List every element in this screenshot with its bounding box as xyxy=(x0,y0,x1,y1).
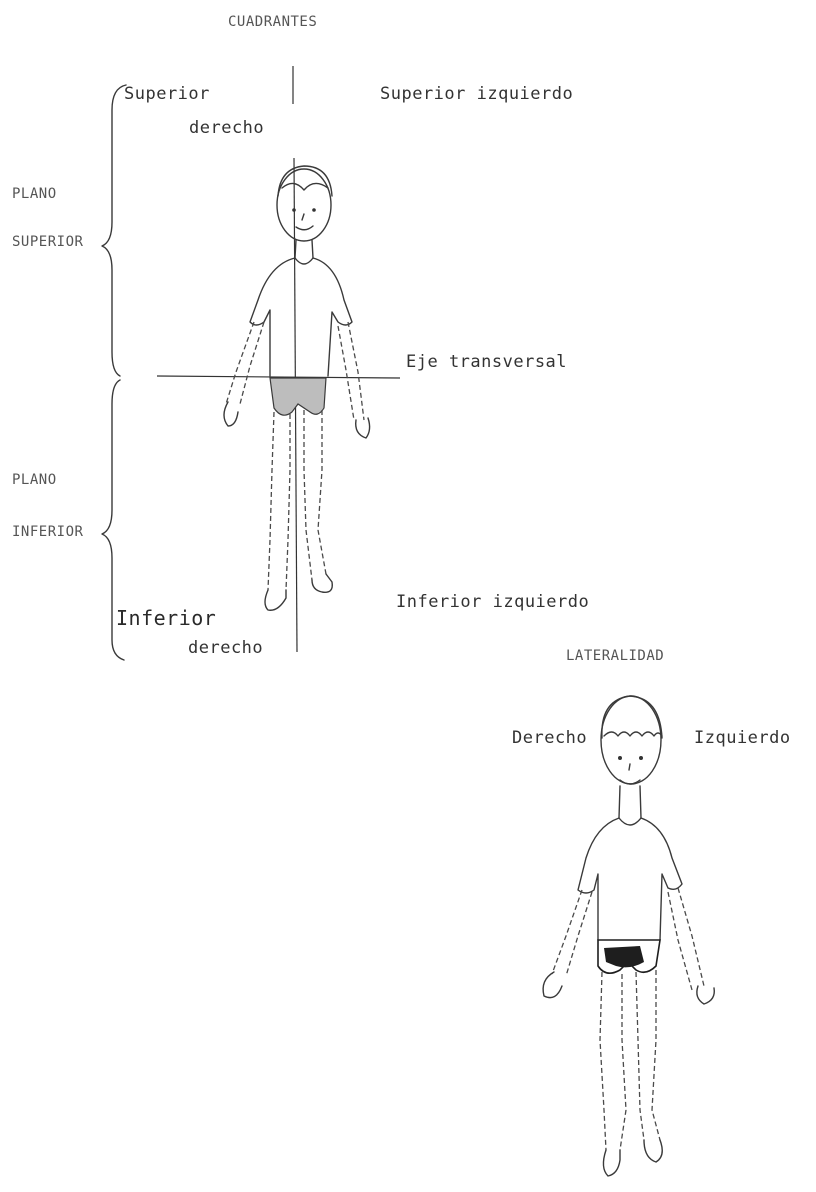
lower-right-label-line2: derecho xyxy=(188,638,263,658)
laterality-right-label: Derecho xyxy=(512,728,587,748)
transverse-axis-label: Eje transversal xyxy=(406,352,567,372)
upper-right-label-line1: Superior xyxy=(124,84,210,104)
upper-left-label: Superior izquierdo xyxy=(380,84,573,104)
head xyxy=(601,696,661,784)
quadrants-title: CUADRANTES xyxy=(228,14,317,30)
quadrant-shorts xyxy=(270,378,326,415)
upper-plane-label-line1: PLANO xyxy=(12,186,57,202)
lower-plane-label-line1: PLANO xyxy=(12,472,57,488)
upper-right-label-line2: derecho xyxy=(189,118,264,138)
laterality-left-label: Izquierdo xyxy=(694,728,791,748)
laterality-title: LATERALIDAD xyxy=(566,648,664,664)
upper-plane-brace xyxy=(102,85,126,376)
lower-right-label-line1: Inferior xyxy=(116,606,216,630)
laterality-child-figure xyxy=(543,696,714,1176)
lower-plane-label-line2: INFERIOR xyxy=(12,524,83,540)
upper-plane-label-line2: SUPERIOR xyxy=(12,234,83,250)
lower-left-label: Inferior izquierdo xyxy=(396,592,589,612)
